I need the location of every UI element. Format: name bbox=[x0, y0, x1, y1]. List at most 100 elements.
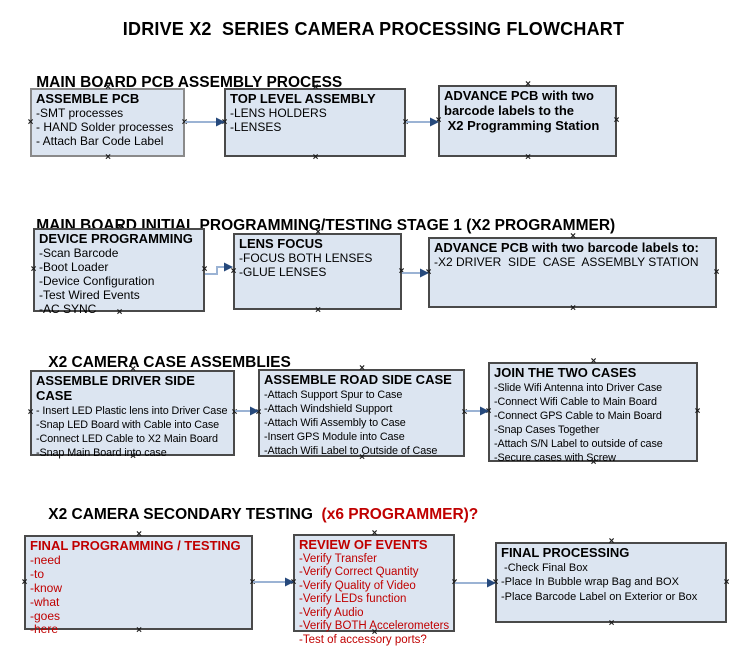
section-heading-pcb-assembly: MAIN BOARD PCB ASSEMBLY PROCESS bbox=[19, 56, 342, 110]
box-line: -Slide Wifi Antenna into Driver Case bbox=[494, 381, 663, 394]
flow-box-lens-focus[interactable]: LENS FOCUS -FOCUS BOTH LENSES-GLUE LENSE… bbox=[231, 228, 405, 316]
connection-handle[interactable]: × bbox=[105, 152, 111, 163]
box-title: TOP LEVEL ASSEMBLY bbox=[230, 91, 376, 106]
connection-handle[interactable]: × bbox=[27, 116, 34, 128]
connector-arrow-row1-a[interactable] bbox=[185, 114, 225, 130]
box-lines: -Slide Wifi Antenna into Driver Case-Con… bbox=[494, 381, 692, 465]
box-line: -goes bbox=[30, 608, 61, 623]
connection-handle[interactable]: × bbox=[694, 406, 701, 417]
flow-box-assemble-pcb[interactable]: ASSEMBLE PCB -SMT processes- HAND Solder… bbox=[28, 83, 188, 163]
flow-box-assemble-driver-side-case[interactable]: ASSEMBLE DRIVER SIDE CASE - Insert LED P… bbox=[28, 365, 238, 462]
box-lines: -Attach Support Spur to Case-Attach Wind… bbox=[264, 388, 459, 458]
box-line: -Verify BOTH Accelerometers bbox=[299, 620, 450, 633]
connection-handle[interactable]: × bbox=[312, 152, 319, 163]
box-line: -Place In Bubble wrap Bag and BOX bbox=[501, 576, 679, 589]
box-line: -here bbox=[30, 622, 59, 637]
box-line: -Verify Quality of Video bbox=[299, 579, 416, 592]
connection-handle[interactable]: × bbox=[613, 115, 620, 126]
box-title: ADVANCE PCB with two barcode labels to t… bbox=[444, 88, 600, 133]
box-line: -Device Configuration bbox=[39, 273, 155, 288]
connector-arrow-row3-b[interactable] bbox=[465, 403, 489, 419]
box-line: -Check Final Box bbox=[501, 561, 588, 574]
box-line: -Verify Transfer bbox=[299, 552, 377, 565]
section-heading-case-assemblies: X2 CAMERA CASE ASSEMBLIES bbox=[31, 336, 291, 390]
box-line: -FOCUS BOTH LENSES bbox=[239, 250, 373, 265]
connector-arrow-row2-a[interactable] bbox=[205, 259, 234, 281]
box-title: ASSEMBLE ROAD SIDE CASE bbox=[264, 372, 452, 387]
box-line: -Connect GPS Cable to Main Board bbox=[494, 410, 662, 422]
box-line: -know bbox=[30, 580, 63, 595]
box-line: -Connect LED Cable to X2 Main Board bbox=[36, 432, 218, 445]
section-heading-text: X2 CAMERA SECONDARY TESTING bbox=[48, 506, 318, 523]
page-title: IDRIVE X2 SERIES CAMERA PROCESSING FLOWC… bbox=[122, 19, 625, 39]
connection-handle[interactable]: × bbox=[608, 618, 615, 629]
box-title: ADVANCE PCB with two barcode labels to: bbox=[434, 240, 699, 255]
box-line: -GLUE LENSES bbox=[239, 264, 327, 279]
box-line: -Snap LED Board with Cable into Case bbox=[36, 418, 220, 431]
box-lines: -Scan Barcode-Boot Loader-Device Configu… bbox=[39, 245, 199, 317]
flow-box-device-programming[interactable]: DEVICE PROGRAMMING -Scan Barcode-Boot Lo… bbox=[31, 223, 208, 318]
box-line: -Verify Correct Quantity bbox=[299, 566, 419, 579]
box-line: -Snap Cases Together bbox=[494, 424, 600, 437]
flow-box-advance-pcb-driver-side-station[interactable]: ADVANCE PCB with two barcode labels to: … bbox=[426, 232, 720, 314]
box-line: -Connect Wifi Cable to Main Board bbox=[494, 395, 657, 408]
box-line: -Scan Barcode bbox=[39, 245, 119, 260]
section-heading-text: X2 CAMERA CASE ASSEMBLIES bbox=[48, 354, 291, 371]
connection-handle[interactable]: × bbox=[713, 266, 720, 278]
connector-arrow-row4-b[interactable] bbox=[455, 575, 496, 591]
flow-box-advance-pcb-programming-station[interactable]: ADVANCE PCB with two barcode labels to t… bbox=[436, 80, 620, 163]
section-heading-secondary-testing: X2 CAMERA SECONDARY TESTING (x6 PROGRAMM… bbox=[31, 488, 478, 542]
connection-handle[interactable]: × bbox=[723, 576, 730, 588]
box-title: DEVICE PROGRAMMING bbox=[39, 231, 193, 246]
flow-box-top-level-assembly[interactable]: TOP LEVEL ASSEMBLY -LENS HOLDERS-LENSES … bbox=[222, 83, 409, 163]
section-heading-red-suffix: (x6 PROGRAMMER)? bbox=[317, 506, 479, 523]
flow-box-review-of-events[interactable]: REVIEW OF EVENTS -Verify Transfer-Verify… bbox=[291, 529, 458, 646]
connection-handle[interactable]: × bbox=[525, 152, 531, 163]
connector-arrow-row1-b[interactable] bbox=[406, 114, 439, 130]
box-line: -LENSES bbox=[230, 119, 282, 134]
box-line: -to bbox=[30, 566, 45, 581]
box-line: - Insert LED Plastic lens into Driver Ca… bbox=[36, 404, 228, 417]
connector-arrow-row4-a[interactable] bbox=[253, 574, 294, 590]
box-line: -SMT processes bbox=[36, 105, 124, 120]
connection-handle[interactable]: × bbox=[21, 576, 28, 588]
box-line: -Verify LEDs function bbox=[299, 593, 407, 606]
box-lines: -need-to-know-what-goes-here bbox=[30, 552, 247, 637]
box-line: -Test Wired Events bbox=[39, 287, 140, 302]
box-lines: -SMT processes- HAND Solder processes- A… bbox=[36, 105, 179, 149]
connector-arrow-row3-a[interactable] bbox=[235, 403, 259, 419]
box-lines: - Insert LED Plastic lens into Driver Ca… bbox=[36, 404, 229, 460]
flow-box-final-processing[interactable]: FINAL PROCESSING -Check Final Box -Place … bbox=[493, 537, 730, 629]
box-line: -Verify Audio bbox=[299, 606, 364, 619]
box-line: -Place Barcode Label on Exterior or Box bbox=[501, 590, 698, 603]
box-lines: -Verify Transfer-Verify Correct Quantity… bbox=[299, 553, 449, 647]
box-line: -LENS HOLDERS bbox=[230, 105, 327, 120]
box-lines: -X2 DRIVER SIDE CASE ASSEMBLY STATION bbox=[434, 255, 711, 270]
box-line: -Boot Loader bbox=[39, 259, 109, 274]
connection-handle[interactable]: × bbox=[30, 264, 37, 275]
box-line: -Test of accessory ports? bbox=[299, 633, 427, 646]
connection-handle[interactable]: × bbox=[315, 305, 321, 316]
box-line: - HAND Solder processes bbox=[36, 119, 174, 134]
box-line: -Attach Wifi Label to Outside of Case bbox=[264, 445, 438, 458]
box-line: -Snap Main Board into case bbox=[36, 446, 167, 459]
box-line: -Secure cases with Screw bbox=[494, 452, 616, 465]
box-line: -AC SYNC bbox=[39, 301, 97, 316]
box-lines: -Check Final Box -Place In Bubble wrap Ba… bbox=[501, 561, 721, 604]
box-line: -Attach Windshield Support bbox=[264, 402, 393, 415]
box-line: -need bbox=[30, 552, 61, 567]
connection-handle[interactable]: × bbox=[570, 303, 576, 314]
flow-box-final-programming-testing[interactable]: FINAL PROGRAMMING / TESTING -need-to-kno… bbox=[22, 530, 256, 637]
box-line: -Insert GPS Module into Case bbox=[264, 431, 405, 444]
box-lines: -FOCUS BOTH LENSES-GLUE LENSES bbox=[239, 250, 396, 280]
connection-handle[interactable]: × bbox=[27, 407, 34, 418]
flow-box-join-the-two-cases[interactable]: JOIN THE TWO CASES -Slide Wifi Antenna i… bbox=[486, 357, 701, 468]
box-title: FINAL PROGRAMMING / TESTING bbox=[30, 538, 241, 553]
connector-arrow-row2-b[interactable] bbox=[402, 265, 429, 281]
box-line: -Attach Support Spur to Case bbox=[264, 388, 403, 401]
box-title: FINAL PROCESSING bbox=[501, 545, 630, 560]
box-title: ASSEMBLE PCB bbox=[36, 91, 140, 106]
box-line: -Attach Wifi Assembly to Case bbox=[264, 417, 406, 429]
flow-box-assemble-road-side-case[interactable]: ASSEMBLE ROAD SIDE CASE -Attach Support … bbox=[256, 364, 468, 463]
